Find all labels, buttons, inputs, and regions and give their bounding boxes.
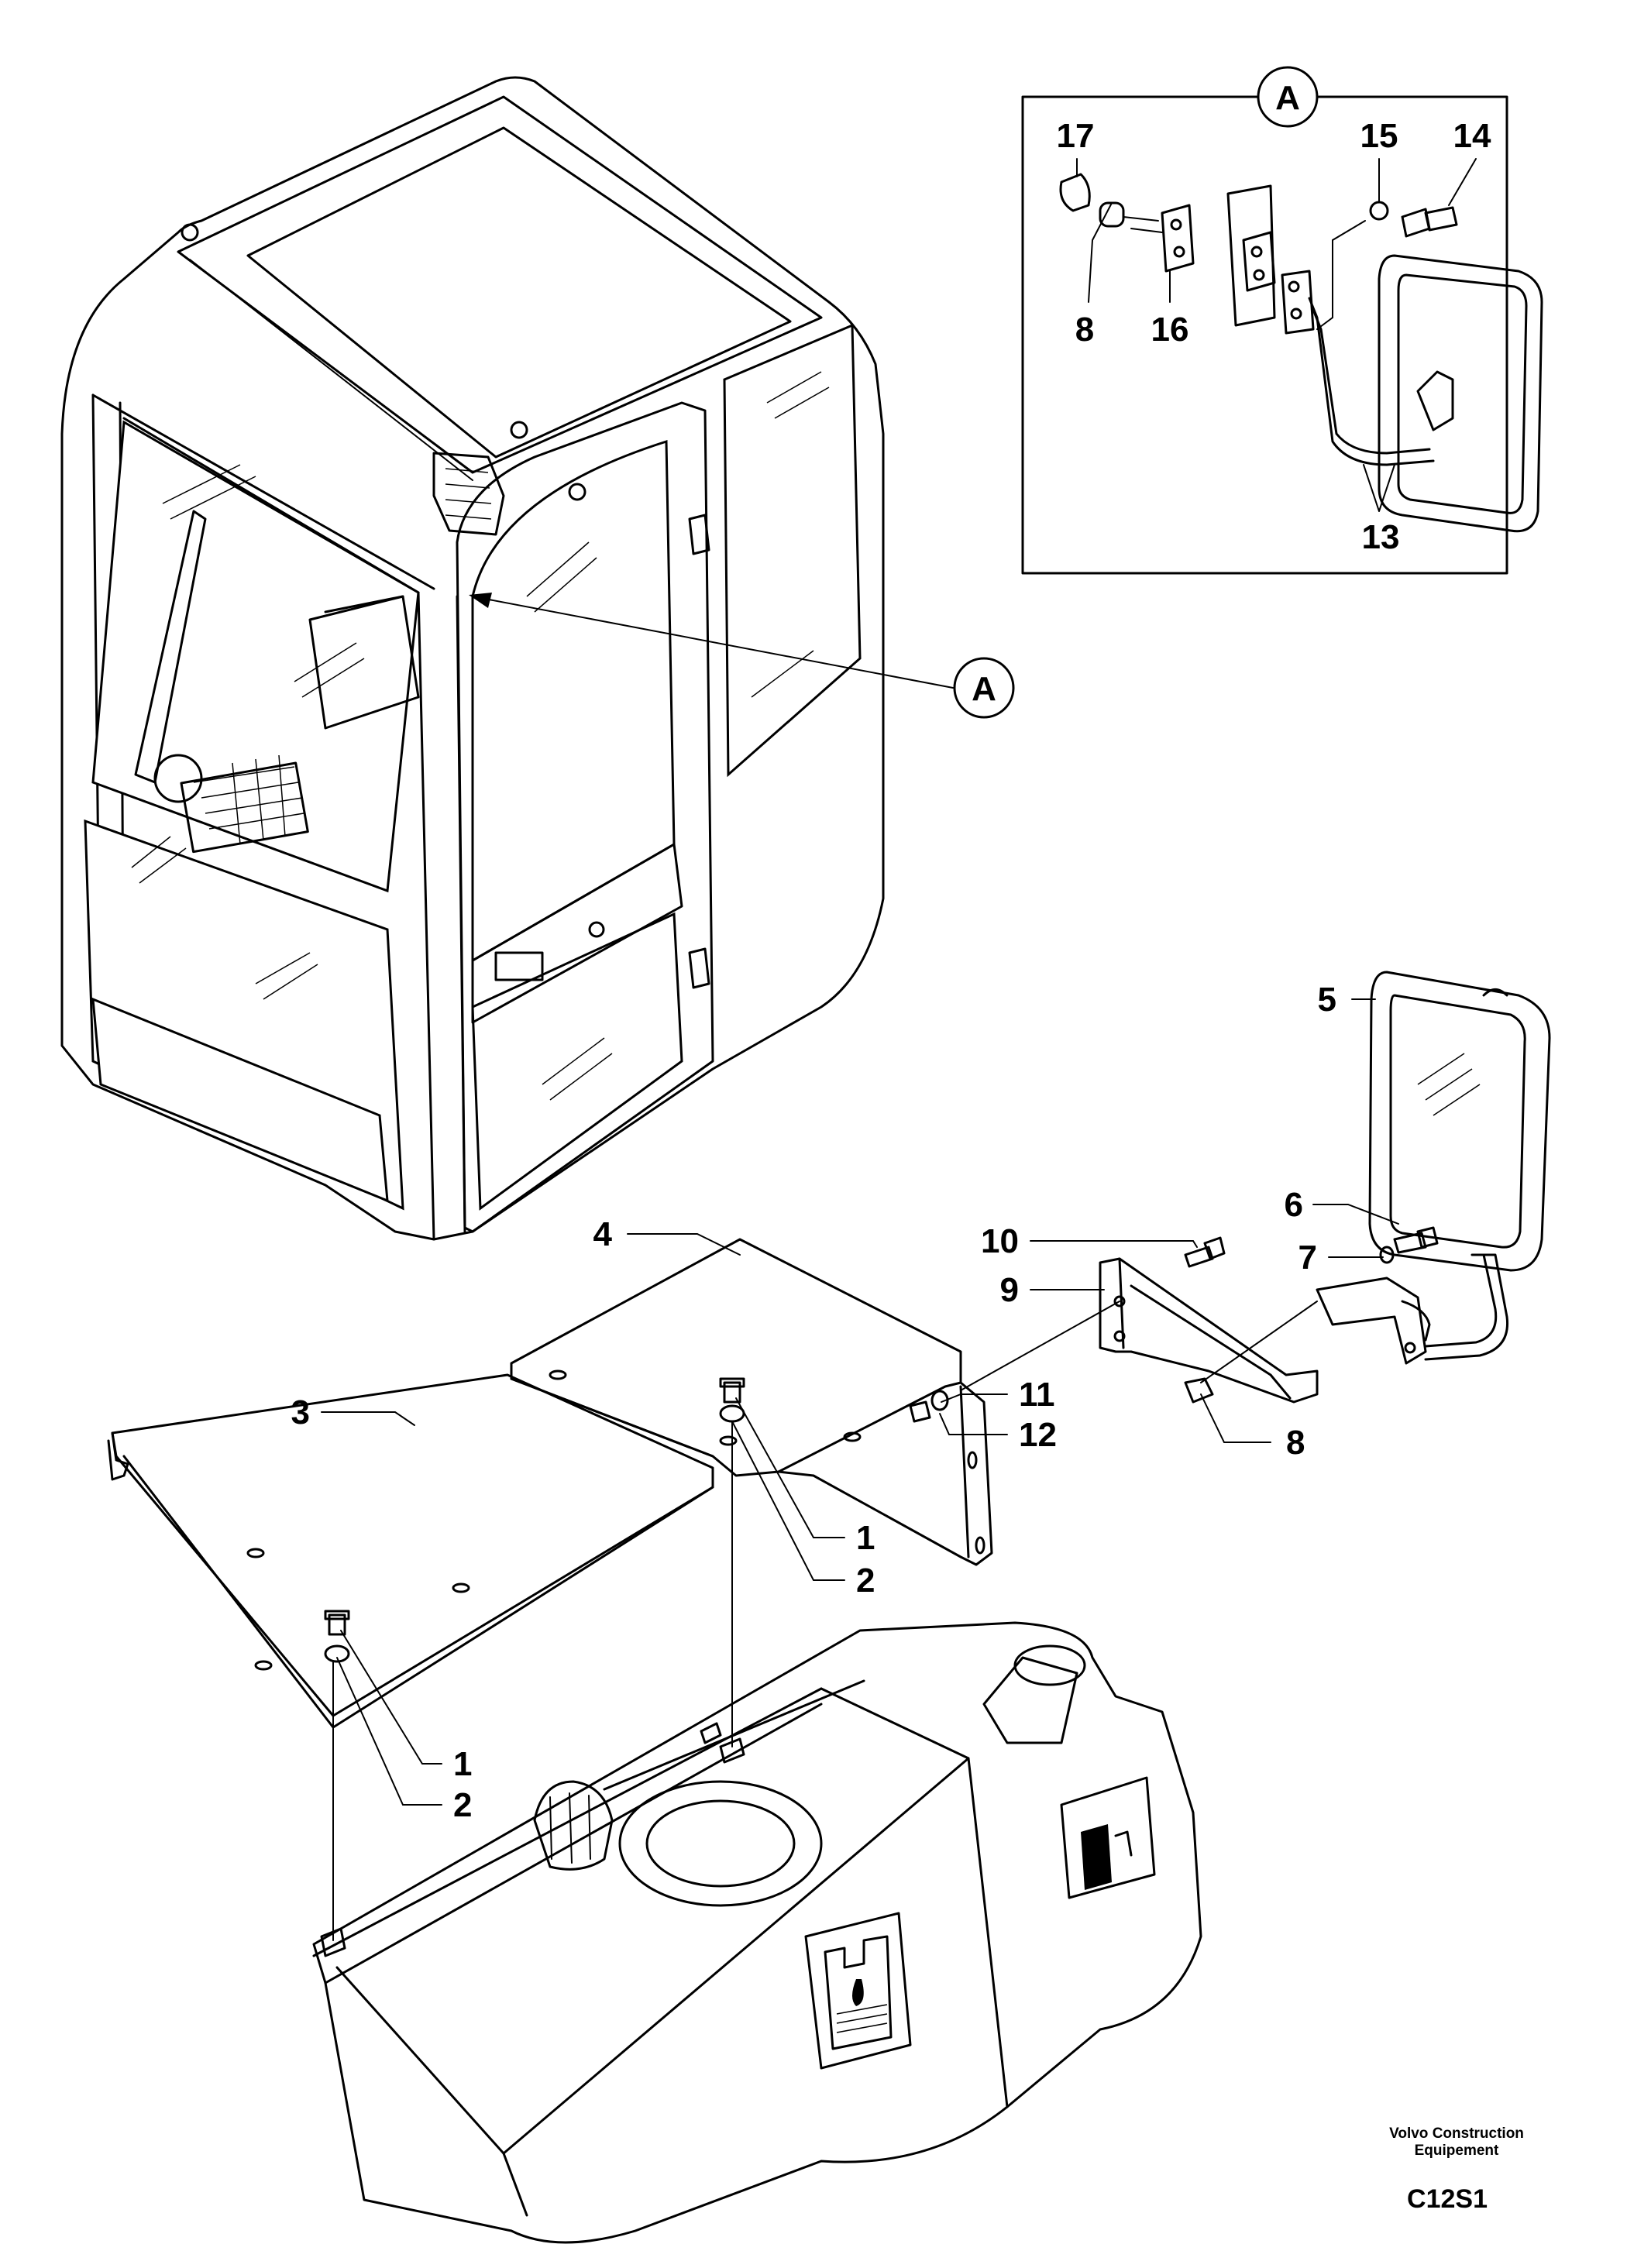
callout-7: 7 <box>1299 1239 1317 1277</box>
lifting-eye <box>510 421 528 439</box>
detail-a-pointer: A <box>469 593 1015 719</box>
brand-line-2: Equipement <box>1415 2143 1499 2159</box>
callout-8-detail: 8 <box>1075 311 1094 349</box>
callout-9: 9 <box>1000 1271 1019 1309</box>
detail-marker-label: A <box>972 670 996 708</box>
callout-17: 17 <box>1057 117 1095 155</box>
callout-14: 14 <box>1453 117 1491 155</box>
callout-3: 3 <box>291 1393 310 1431</box>
callout-10: 10 <box>981 1222 1019 1260</box>
fuel-hydraulic-tank <box>312 1621 1202 2244</box>
callout-6: 6 <box>1285 1186 1303 1224</box>
footer: Volvo Construction Equipement C12S1 <box>1389 2125 1524 2214</box>
hydraulic-oil-icon <box>804 1912 912 2070</box>
mounting-bracket <box>960 1226 1439 1404</box>
callout-8-main: 8 <box>1286 1424 1305 1462</box>
callout-13: 13 <box>1362 518 1400 556</box>
callout-1-lower: 1 <box>453 1745 472 1783</box>
callout-12: 12 <box>1019 1416 1057 1454</box>
detail-a-box: A 17 8 16 15 <box>1021 66 1543 575</box>
cover-plate-3 <box>107 1373 714 1941</box>
callout-2-upper: 2 <box>856 1562 875 1600</box>
cover-plate-4 <box>510 1238 993 1747</box>
cab-door <box>456 401 714 1233</box>
brand-line-1: Volvo Construction <box>1389 2125 1524 2142</box>
fuel-pump-icon <box>1060 1776 1156 1899</box>
drawing-code: C12S1 <box>1407 2184 1488 2214</box>
rear-view-mirror <box>1316 971 1551 1365</box>
callout-5: 5 <box>1318 981 1336 1019</box>
callout-1-upper: 1 <box>856 1519 875 1557</box>
callout-16: 16 <box>1151 311 1189 349</box>
callout-11: 11 <box>1019 1376 1055 1414</box>
lifting-eye <box>181 223 199 242</box>
work-light <box>432 452 505 536</box>
detail-box-marker-label: A <box>1275 79 1300 117</box>
callout-2-lower: 2 <box>453 1786 472 1824</box>
main-callouts: 4 3 5 6 7 10 9 11 12 8 1 2 1 2 <box>291 981 1399 1824</box>
callout-4: 4 <box>593 1215 613 1253</box>
operator-cab <box>60 76 885 1241</box>
callout-15: 15 <box>1360 117 1398 155</box>
